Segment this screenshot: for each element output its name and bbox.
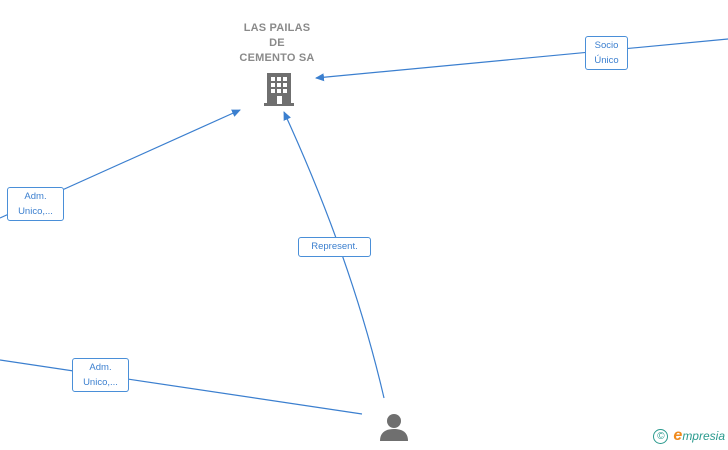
edge-label-socio-unico[interactable]: Socio Único bbox=[585, 36, 628, 70]
copyright-icon: © bbox=[653, 428, 669, 444]
company-name[interactable]: LAS PAILAS DE CEMENTO SA bbox=[222, 21, 332, 66]
edge-label-adm-unico-1[interactable]: Adm. Unico,... bbox=[7, 187, 64, 221]
edge-line-adm-unico-2 bbox=[0, 359, 363, 415]
edge-line-represent bbox=[283, 111, 385, 399]
edge-label-line: Adm. bbox=[24, 191, 47, 202]
building-icon[interactable] bbox=[263, 72, 295, 107]
edge-label-adm-unico-2[interactable]: Adm. Unico,... bbox=[72, 358, 129, 392]
empresia-watermark: © empresia bbox=[653, 427, 725, 445]
edge-label-line: Represent. bbox=[311, 241, 358, 252]
edge-label-line: Unico,... bbox=[83, 377, 118, 388]
edge-line-socio-unico bbox=[315, 38, 728, 82]
company-name-line: CEMENTO SA bbox=[239, 52, 315, 64]
edge-label-line: Unico,... bbox=[18, 206, 53, 217]
brand-logo: empresia bbox=[673, 427, 725, 445]
company-name-line: DE bbox=[269, 37, 285, 49]
brand-initial: e bbox=[673, 427, 683, 444]
edge-label-line: Adm. bbox=[89, 362, 112, 373]
company-name-line: LAS PAILAS bbox=[243, 22, 311, 34]
edge-label-line: Socio bbox=[594, 40, 619, 51]
person-icon[interactable] bbox=[379, 412, 409, 442]
brand-rest: mpresia bbox=[682, 429, 725, 443]
edge-label-line: Único bbox=[594, 55, 619, 66]
edge-label-represent[interactable]: Represent. bbox=[298, 237, 371, 257]
